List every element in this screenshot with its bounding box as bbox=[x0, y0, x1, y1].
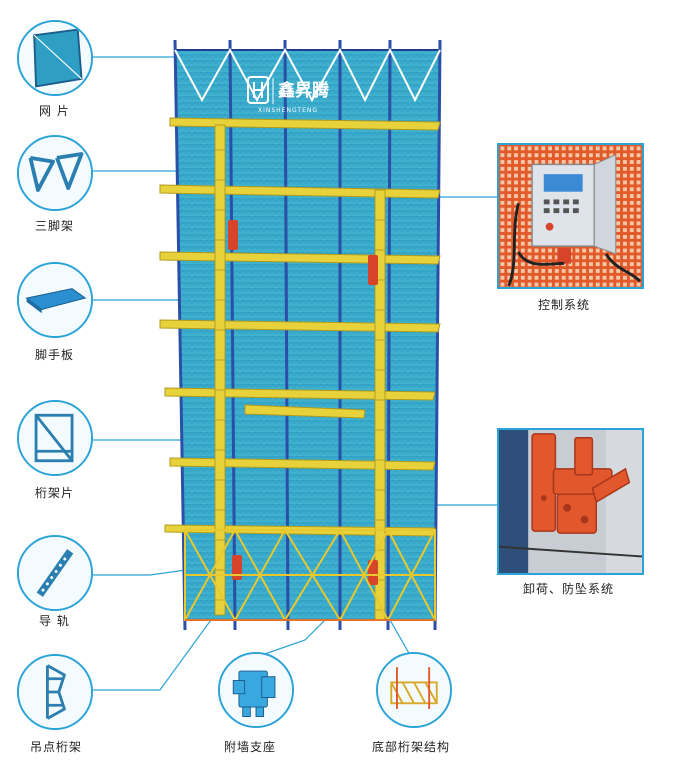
scaffold-board-thumb bbox=[17, 262, 93, 338]
hanging-truss-thumb bbox=[17, 654, 93, 730]
bottom-truss-icon bbox=[378, 654, 450, 726]
control-system-photo bbox=[497, 143, 644, 289]
hanging-truss-icon bbox=[19, 656, 91, 728]
wall-support-icon bbox=[220, 654, 292, 726]
tripod-icon bbox=[19, 137, 91, 209]
scaffold-board-icon bbox=[19, 264, 91, 336]
truss-panel-thumb bbox=[17, 400, 93, 476]
control-box-icon bbox=[499, 145, 642, 287]
bottom-truss-thumb bbox=[376, 652, 452, 728]
label-rail: 导 轨 bbox=[39, 614, 70, 628]
label-hang: 吊点桁架 bbox=[30, 740, 83, 754]
wall-support-thumb bbox=[218, 652, 294, 728]
brand-logo-icon bbox=[247, 76, 274, 104]
anti-fall-device-icon bbox=[499, 430, 642, 573]
mesh-panel-icon bbox=[19, 22, 91, 94]
label-control: 控制系统 bbox=[538, 298, 591, 312]
label-truss: 桁架片 bbox=[35, 486, 75, 500]
scaffold-drawing: 鑫昇腾 XINSHENGTENG bbox=[159, 39, 442, 631]
label-wallsupport: 附墙支座 bbox=[224, 740, 277, 754]
label-board: 脚手板 bbox=[35, 348, 75, 362]
guide-rail-icon bbox=[19, 537, 91, 609]
tripod-thumb bbox=[17, 135, 93, 211]
label-antifall: 卸荷、防坠系统 bbox=[523, 582, 615, 596]
climbing-scaffold-illustration: 鑫昇腾 XINSHENGTENG bbox=[150, 30, 460, 650]
label-mesh: 网 片 bbox=[39, 104, 70, 118]
mesh-panel-thumb bbox=[17, 20, 93, 96]
guide-rail-thumb bbox=[17, 535, 93, 611]
brand-name: 鑫昇腾 bbox=[277, 80, 330, 101]
label-tripod: 三脚架 bbox=[35, 219, 75, 233]
label-base: 底部桁架结构 bbox=[372, 740, 451, 754]
anti-fall-photo bbox=[497, 428, 644, 575]
brand-sub: XINSHENGTENG bbox=[258, 107, 318, 114]
truss-panel-icon bbox=[19, 402, 91, 474]
